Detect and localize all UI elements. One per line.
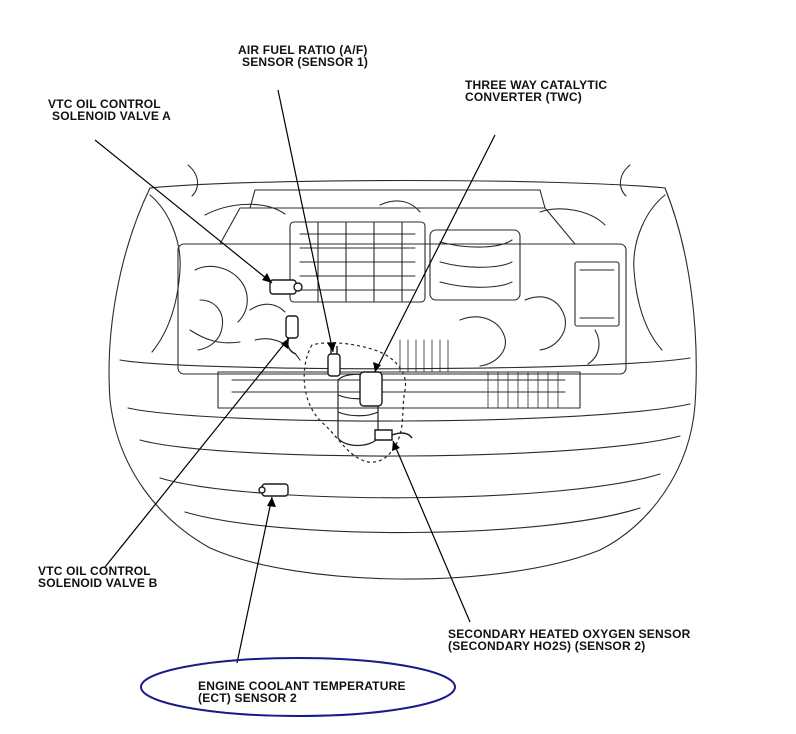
label-vtc-a-line2: SOLENOID VALVE A <box>52 109 171 123</box>
leader-ho2s <box>392 440 471 623</box>
label-vtc-solenoid-a: VTC OIL CONTROL SOLENOID VALVE A <box>48 98 171 122</box>
label-vtc-b-line1: VTC OIL CONTROL <box>38 564 151 578</box>
label-vtc-a-line1: VTC OIL CONTROL <box>48 97 161 111</box>
vtc-solenoid-a-shape <box>269 279 297 295</box>
hood-line <box>149 179 666 189</box>
ect-sensor-shape <box>261 483 289 497</box>
label-vtc-b-line2: SOLENOID VALVE B <box>38 576 158 590</box>
leader-twc <box>374 134 496 373</box>
ect-highlight-ellipse <box>140 657 456 717</box>
label-af-line1: AIR FUEL RATIO (A/F) <box>238 43 368 57</box>
leader-ect <box>236 496 273 664</box>
body-outline <box>108 187 697 580</box>
label-ho2s: SECONDARY HEATED OXYGEN SENSOR (SECONDAR… <box>448 628 690 652</box>
af-sensor-shape <box>327 353 341 377</box>
label-twc-line2: CONVERTER (TWC) <box>465 90 582 104</box>
leader-vtc-a <box>94 139 273 284</box>
label-af-sensor: AIR FUEL RATIO (A/F) SENSOR (SENSOR 1) <box>238 44 368 68</box>
label-ect-line2: (ECT) SENSOR 2 <box>198 691 297 705</box>
battery <box>574 261 620 327</box>
ho2s-shape <box>374 429 393 441</box>
label-twc: THREE WAY CATALYTIC CONVERTER (TWC) <box>465 79 607 103</box>
vtc-solenoid-b-shape <box>285 315 299 339</box>
label-ect-line1: ENGINE COOLANT TEMPERATURE <box>198 679 406 693</box>
label-af-line2: SENSOR (SENSOR 1) <box>242 55 369 69</box>
leader-vtc-b <box>104 337 290 568</box>
label-ho2s-line1: SECONDARY HEATED OXYGEN SENSOR <box>448 627 691 641</box>
label-vtc-solenoid-b: VTC OIL CONTROL SOLENOID VALVE B <box>38 565 157 589</box>
label-ect-sensor: ENGINE COOLANT TEMPERATURE (ECT) SENSOR … <box>198 680 406 704</box>
label-ho2s-line2: (SECONDARY HO2S) (SENSOR 2) <box>448 639 646 653</box>
leader-af-sensor <box>277 89 334 353</box>
catalytic-converter-outline <box>303 342 407 463</box>
label-twc-line1: THREE WAY CATALYTIC <box>465 78 608 92</box>
